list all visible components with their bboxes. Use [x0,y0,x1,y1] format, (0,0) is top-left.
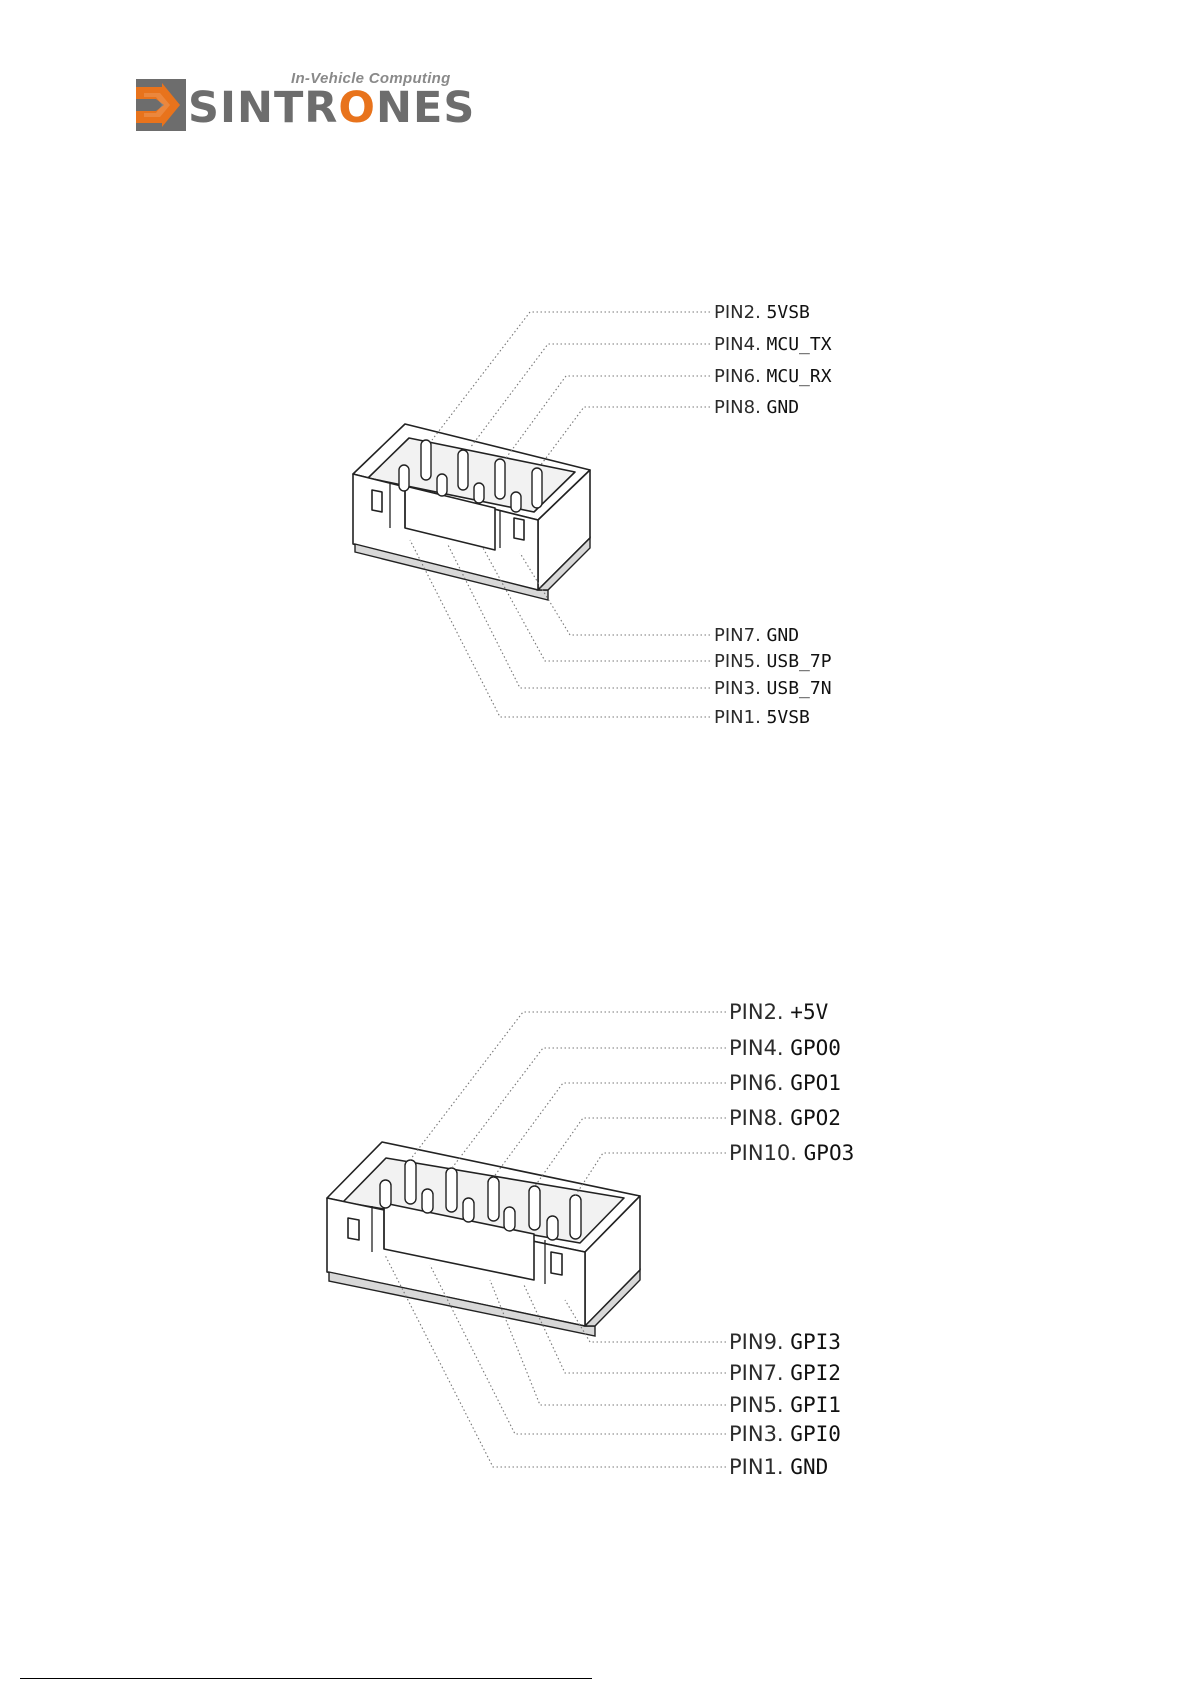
pin-label: PIN3. GPI0 [729,1422,841,1446]
connector-2-bottom-labels: PIN9. GPI3 PIN7. GPI2 PIN5. GPI1 PIN3. G… [729,1330,841,1479]
connector-1-top-labels: PIN2. 5VSB PIN4. MCU_TX PIN6. MCU_RX PIN… [714,302,832,418]
connector-2-body [327,1142,640,1336]
connector-2-top-labels: PIN2. +5V PIN4. GPO0 PIN6. GPO1 PIN8. GP… [729,1000,854,1165]
pin-label: PIN6. MCU_RX [714,366,832,387]
pin-label: PIN8. GND [714,397,799,418]
pin-label: PIN8. GPO2 [729,1106,841,1130]
pin-label: PIN4. GPO0 [729,1036,841,1060]
pin-label: PIN7. GND [714,625,799,646]
connector-1-bottom-labels: PIN7. GND PIN5. USB_7P PIN3. USB_7N PIN1… [714,625,832,728]
connector-1: PIN2. 5VSB PIN4. MCU_TX PIN6. MCU_RX PIN… [353,302,832,728]
pin-label: PIN7. GPI2 [729,1361,841,1385]
connector-1-body [353,424,590,600]
pin-label: PIN1. 5VSB [714,707,810,728]
pin-label: PIN9. GPI3 [729,1330,841,1354]
pin-label: PIN3. USB_7N [714,678,832,699]
pin-label: PIN10. GPO3 [729,1141,854,1165]
pin-label: PIN5. GPI1 [729,1393,841,1417]
pin-label: PIN5. USB_7P [714,651,832,672]
pin-label: PIN1. GND [729,1455,828,1479]
pin-label: PIN2. +5V [729,1000,829,1024]
pin-label: PIN2. 5VSB [714,302,810,323]
pin-label: PIN4. MCU_TX [714,334,832,355]
pin-label: PIN6. GPO1 [729,1071,841,1095]
footer-divider [20,1678,592,1679]
connector-2: PIN2. +5V PIN4. GPO0 PIN6. GPO1 PIN8. GP… [327,1000,854,1479]
